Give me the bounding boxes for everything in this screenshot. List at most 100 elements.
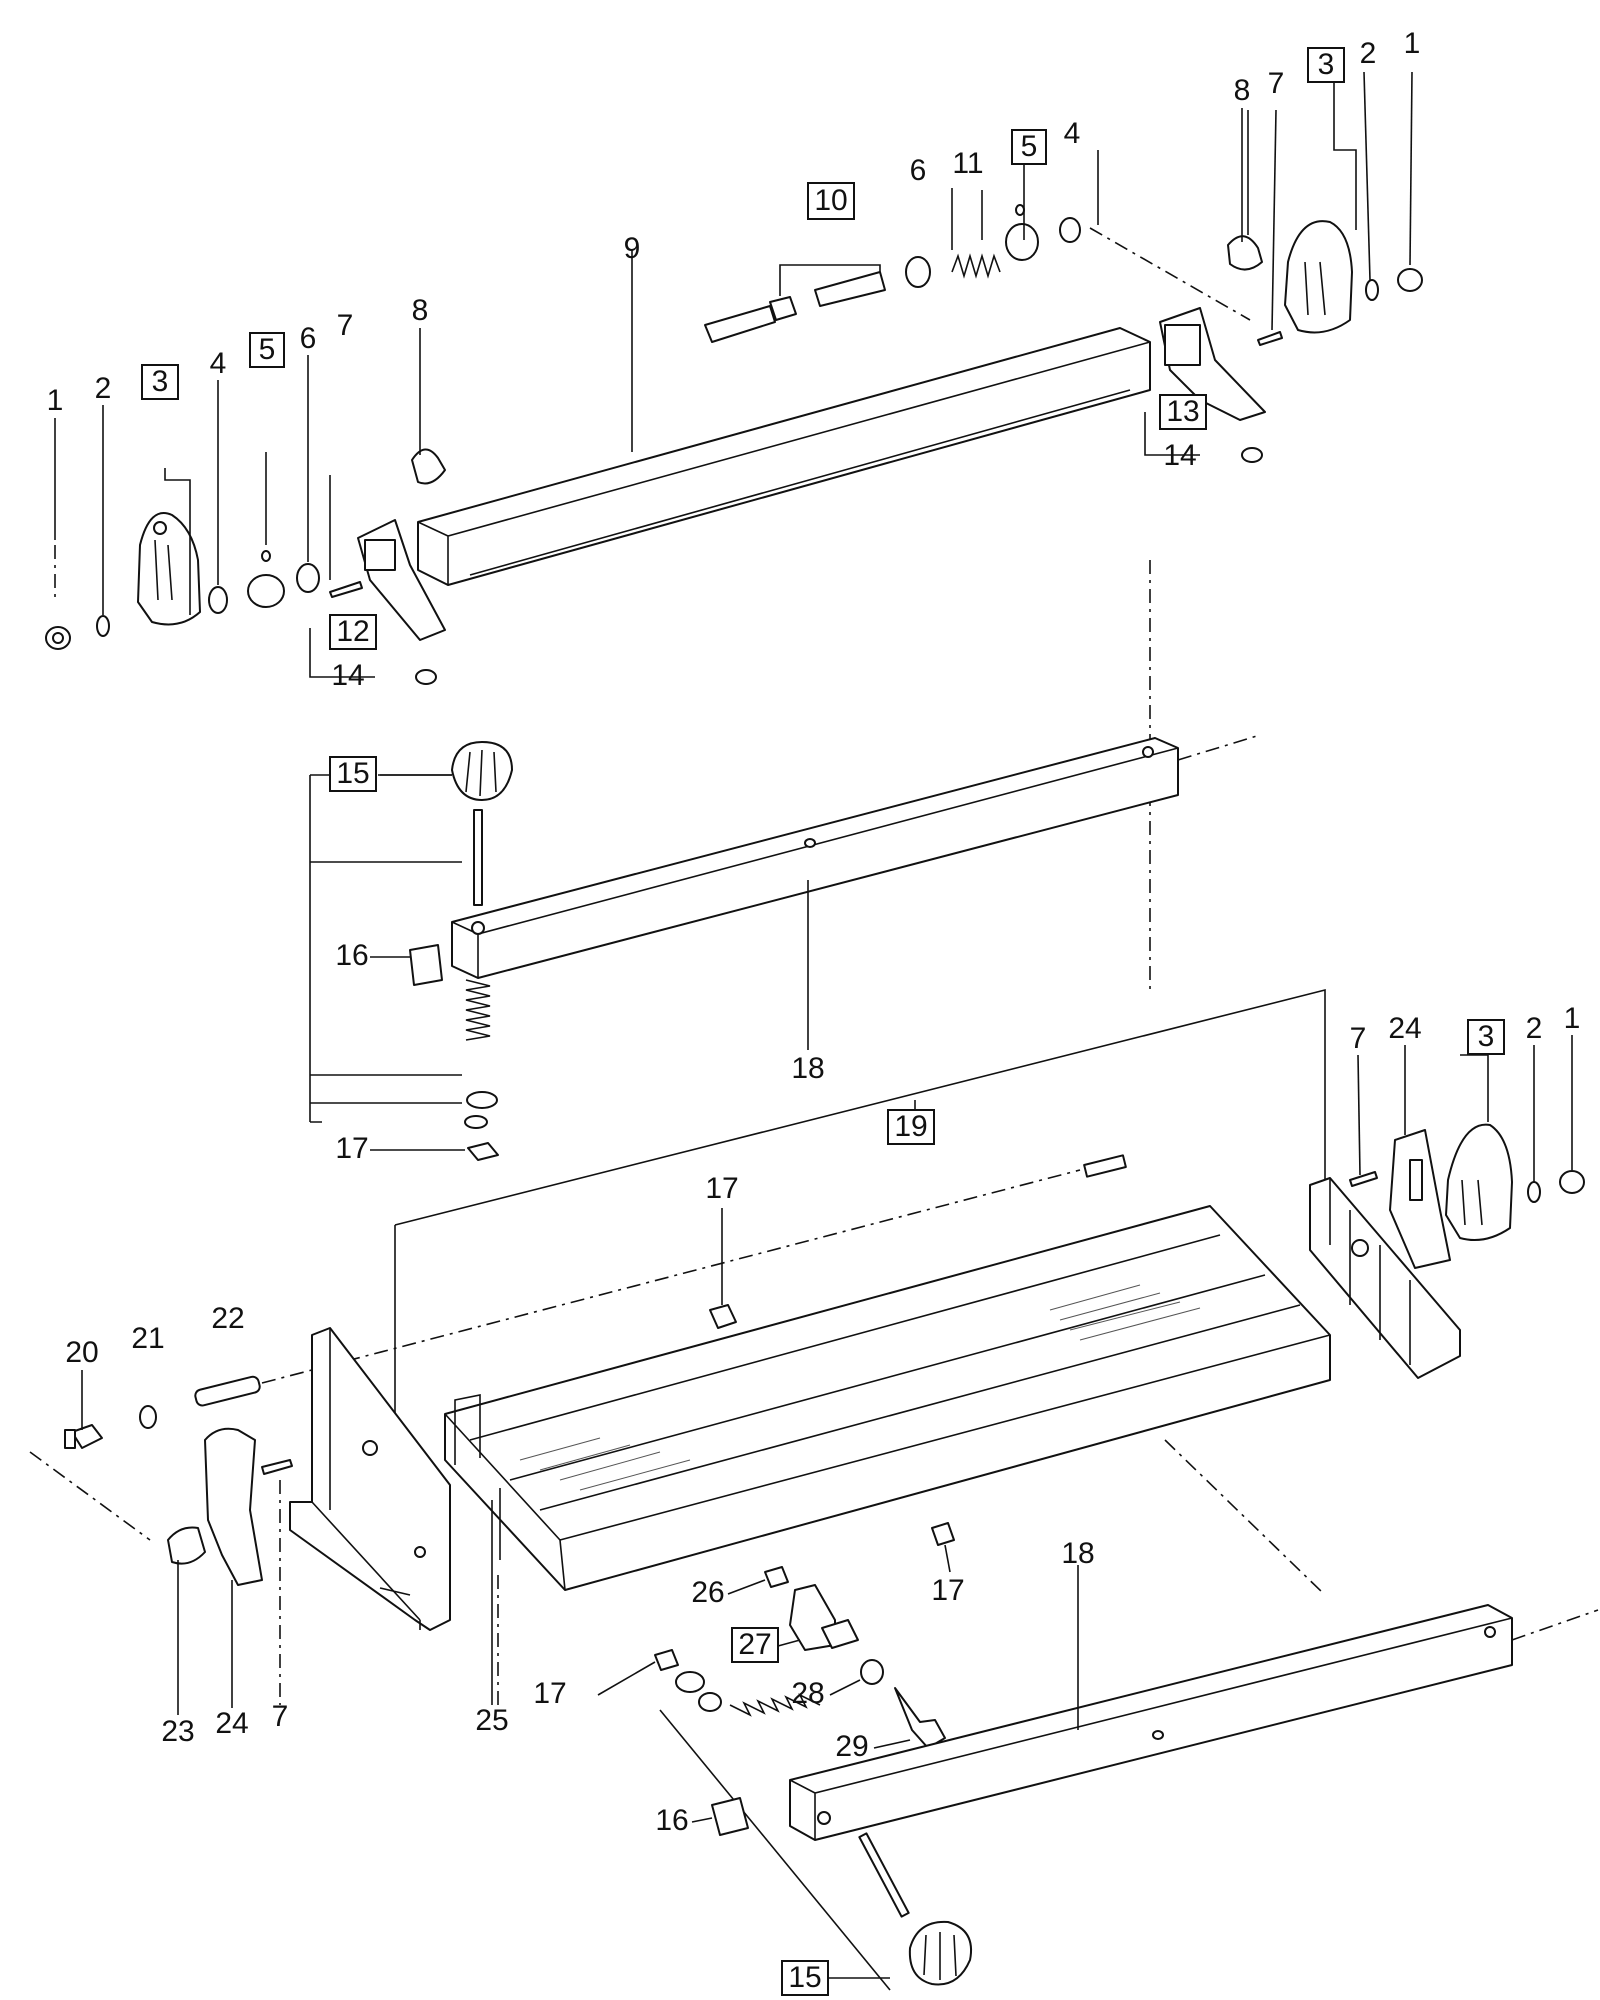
label: 20: [65, 1336, 98, 1369]
label: 4: [1064, 117, 1081, 150]
part-7b-screw: [1257, 331, 1283, 346]
part-14-nut: [415, 669, 437, 685]
part-10-shaft: [704, 305, 776, 343]
label: 24: [1388, 1012, 1421, 1045]
part-18-bar-upper: [451, 734, 1261, 1050]
label: 24: [215, 1707, 248, 1740]
label: 18: [791, 1052, 824, 1085]
part-1b-nut: [1397, 268, 1423, 292]
label-box: [1011, 129, 1047, 165]
label: 7: [1350, 1022, 1367, 1055]
label-box: [249, 332, 285, 368]
center-small-parts: [654, 1304, 955, 1749]
part-24b-guide: [204, 1427, 263, 1586]
part-17c-squarenut: [931, 1522, 955, 1546]
part-16-endcap: [409, 944, 443, 986]
left-end-parts: [45, 448, 446, 685]
label: 4: [210, 347, 227, 380]
part-5-bushing: [247, 574, 285, 608]
part-20-knob: [71, 1424, 103, 1449]
label: 14: [331, 659, 364, 692]
label-box: [1159, 394, 1207, 430]
part-8-knob: [411, 448, 446, 485]
label: 8: [412, 294, 429, 327]
part-labels: 1 2 3 4 5 6 7 8 12 14 9 10 6 11 5 4 8 7 …: [47, 27, 1581, 1996]
part-6b-spacer: [905, 256, 931, 288]
label: 21: [131, 1322, 164, 1355]
label: 1: [1404, 27, 1421, 60]
part-21-washer: [139, 1405, 157, 1429]
label: 14: [1163, 439, 1196, 472]
label: 26: [691, 1576, 724, 1609]
label: 28: [791, 1677, 824, 1710]
label: 22: [211, 1302, 244, 1335]
label: 17: [705, 1172, 738, 1205]
right-end-parts-top: [704, 204, 1423, 990]
part-4-washer: [208, 586, 228, 614]
part-23-knob: [167, 1526, 206, 1565]
label: 17: [931, 1574, 964, 1607]
label: 2: [1526, 1012, 1543, 1045]
part-5b-bushing: [1005, 223, 1039, 261]
knob-assembly-lower: [659, 1671, 972, 1991]
part-8b-knob: [1227, 235, 1263, 271]
knob-assembly-upper: [309, 741, 513, 1161]
label: 1: [1564, 1002, 1581, 1035]
label-connectors: [54, 108, 1573, 1823]
label: 6: [910, 154, 927, 187]
part-1c-nut: [1559, 1170, 1585, 1194]
label: 17: [533, 1677, 566, 1710]
label: 11: [952, 147, 983, 180]
label: 27: [738, 1628, 771, 1661]
part-16b-endcap: [711, 1797, 749, 1836]
label-box: [141, 364, 179, 400]
label: 7: [272, 1700, 289, 1733]
part-25-base-rail: [261, 1154, 1331, 1705]
label: 3: [1318, 48, 1335, 81]
part-6-spacer: [296, 563, 320, 593]
leader-lines: [164, 71, 1413, 615]
part-22-pin: [194, 1375, 261, 1407]
label: 10: [814, 184, 847, 217]
label: 2: [1360, 37, 1377, 70]
part-9-tube: [417, 250, 1151, 586]
label: 7: [337, 309, 354, 342]
part-11-spring: [951, 253, 1001, 279]
label-box: [329, 614, 377, 650]
part-3b-bracket: [1284, 220, 1353, 334]
label: 3: [1478, 1020, 1495, 1053]
part-26-squarenut: [764, 1566, 789, 1588]
label: 3: [152, 365, 169, 398]
part-7c-screw: [1349, 1171, 1378, 1187]
label: 8: [1234, 74, 1251, 107]
label: 1: [47, 384, 64, 417]
label: 16: [655, 1804, 688, 1837]
part-17b-squarenut: [709, 1304, 737, 1329]
part-7d-screw: [261, 1459, 293, 1475]
part-2c-washer: [1527, 1181, 1541, 1203]
label: 2: [95, 372, 112, 405]
label-box: [781, 1960, 829, 1996]
part-7-screw: [329, 581, 363, 598]
part-17d-squarenut: [654, 1649, 679, 1671]
label-box: [329, 756, 377, 792]
label: 5: [1021, 130, 1038, 163]
part-14b-nut: [1241, 447, 1263, 463]
label: 19: [894, 1110, 927, 1143]
part-4b-washer: [1059, 217, 1081, 243]
label: 25: [475, 1704, 508, 1737]
left-end-plate: [29, 1327, 451, 1705]
label-box: [1307, 47, 1345, 83]
part-17-squarenut: [467, 1142, 499, 1161]
label: 9: [624, 232, 641, 265]
label: 12: [336, 615, 369, 648]
label: 16: [335, 939, 368, 972]
part-2-washer: [96, 615, 110, 637]
part-28-washer: [860, 1659, 884, 1685]
label: 6: [300, 322, 317, 355]
label: 29: [835, 1730, 868, 1763]
label-box: [887, 1109, 935, 1145]
right-end-plate: [1309, 1054, 1585, 1379]
label-box: [1467, 1019, 1505, 1055]
